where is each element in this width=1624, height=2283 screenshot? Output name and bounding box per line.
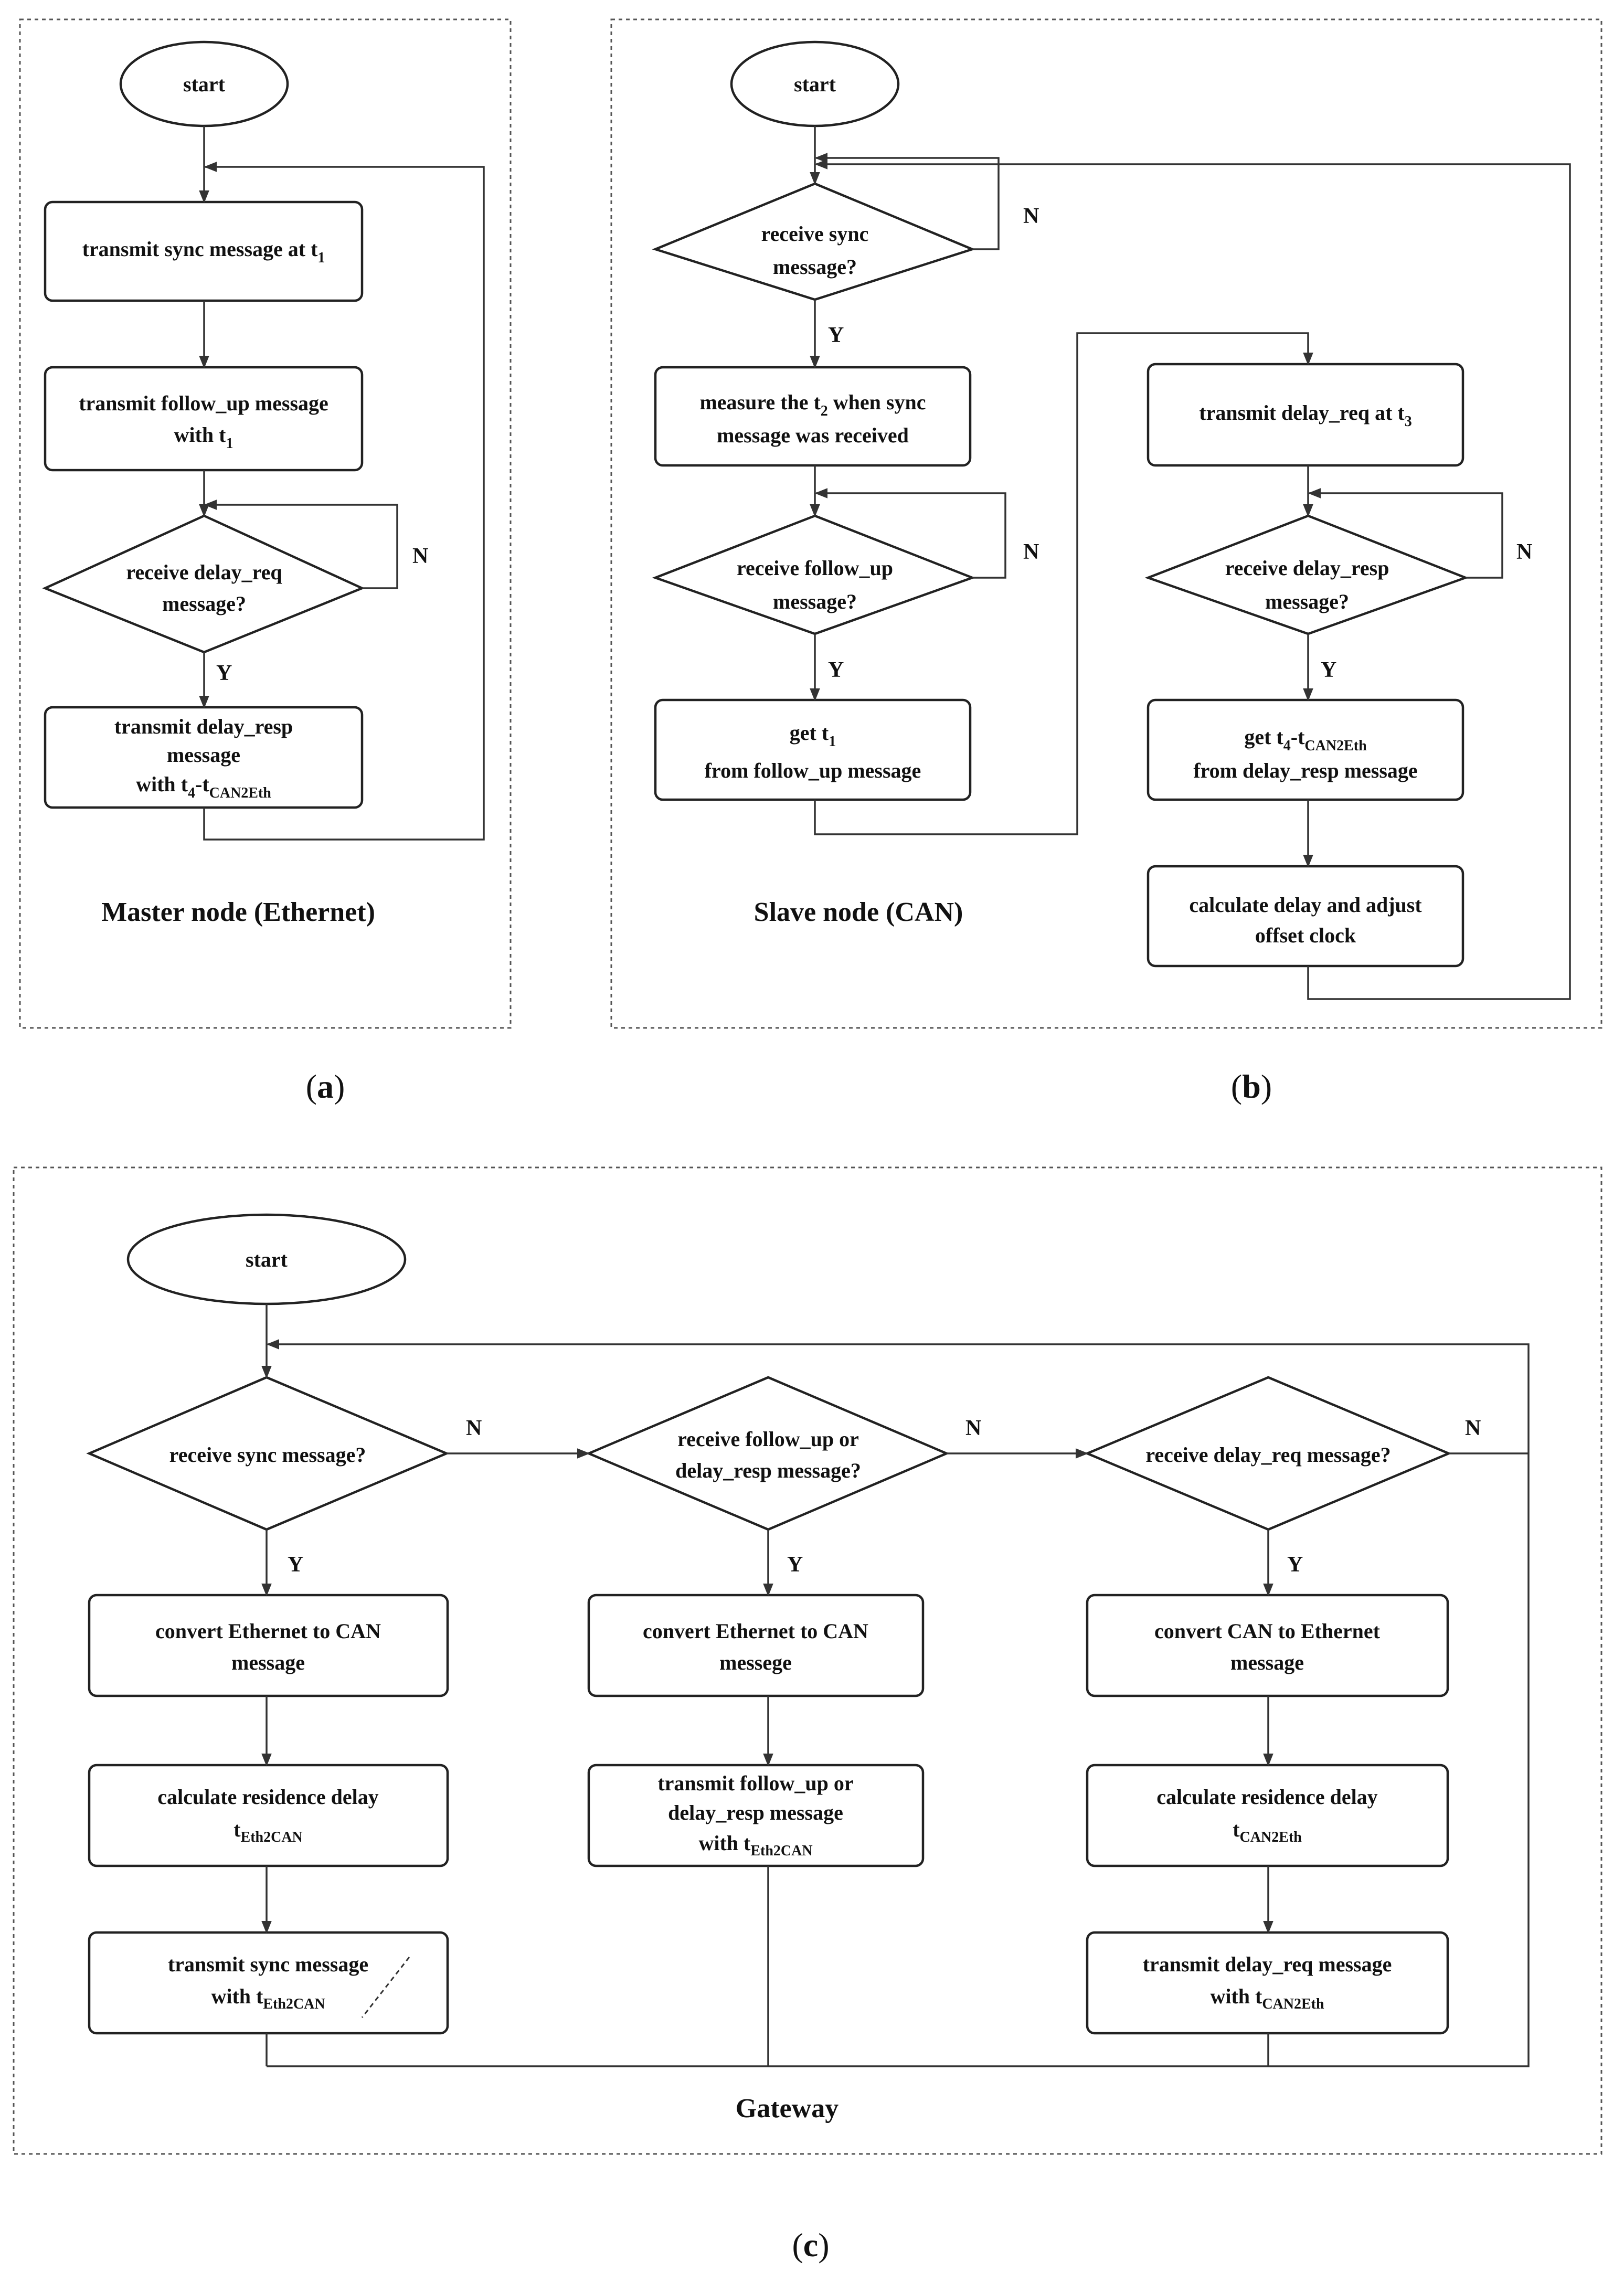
panel-c-tx2 — [587, 1764, 925, 1867]
panel-c-label-n-3: N — [1465, 1416, 1481, 1440]
panel-b-get-t1-label-2: from follow_up message — [705, 759, 921, 782]
panel-c-calc3 — [1086, 1764, 1449, 1867]
panel-a-loop-n — [204, 500, 398, 589]
panel-c-calc3-label-2: tCAN2Eth — [1233, 1818, 1302, 1845]
panel-b: start receive sync message? measure the … — [610, 18, 1602, 1029]
panel-a-label-y: Y — [216, 661, 232, 685]
panel-b-rx-sync-label-2: message? — [773, 255, 857, 279]
panel-b-calc-label-1: calculate delay and adjust — [1189, 893, 1422, 917]
panel-c-tx3-label-2: with tCAN2Eth — [1210, 1984, 1324, 2012]
panel-c-rx-follow-label-1: receive follow_up or — [677, 1427, 859, 1451]
panel-b-measure — [654, 366, 972, 467]
panel-b-title: Slave node (CAN) — [754, 897, 963, 927]
panel-c-conv2 — [587, 1594, 925, 1697]
panel-b-frame — [610, 18, 1602, 1029]
panel-b-measure-label-2: message was received — [717, 423, 909, 447]
panel-c-tx3-label-1: transmit delay_req message — [1143, 1952, 1392, 1976]
panel-c-tx2-label-3: with tEth2CAN — [698, 1831, 812, 1859]
panel-c-conv1 — [88, 1594, 449, 1697]
panel-c-calc1-label-2: tEth2CAN — [233, 1818, 303, 1845]
panel-a-tx-follow-label-1: transmit follow_up message — [79, 391, 328, 415]
panel-b-get-t1-label-1: get t1 — [790, 721, 836, 750]
panel-b-calc-label-2: offset clock — [1255, 923, 1356, 947]
panel-c-tx2-label-1: transmit follow_up or — [657, 1771, 853, 1795]
panel-a-start-label: start — [183, 72, 226, 96]
panel-b-rx-delay-resp-label-1: receive delay_resp — [1225, 556, 1389, 580]
panel-b-get-t4-label-2: from delay_resp message — [1193, 759, 1417, 782]
panel-b-label-y-3: Y — [1321, 658, 1336, 682]
caption-b: (b) — [1231, 1068, 1272, 1105]
panel-c-conv2-label-1: convert Ethernet to CAN — [643, 1619, 868, 1643]
panel-b-tx-delay-req-label: transmit delay_req at t3 — [1199, 401, 1411, 430]
panel-a-frame — [19, 18, 512, 1029]
panel-b-get-t1 — [654, 698, 972, 801]
panel-b-rx-follow-label-1: receive follow_up — [737, 556, 893, 580]
caption-c: (c) — [792, 2226, 829, 2264]
panel-b-loop-back — [814, 159, 1571, 1000]
panel-b-get-t4-label-1: get t4-tCAN2Eth — [1244, 725, 1367, 754]
panel-b-rx-delay-resp-label-2: message? — [1265, 590, 1349, 613]
panel-b-label-y-2: Y — [828, 658, 844, 682]
panel-c-conv3 — [1086, 1594, 1449, 1697]
panel-b-start-label: start — [794, 72, 836, 96]
panel-c: start receive sync message? receive foll… — [13, 1166, 1602, 2155]
panel-a-tx-delay-resp-label-3: with t4-tCAN2Eth — [136, 772, 271, 801]
panel-a-title: Master node (Ethernet) — [101, 897, 375, 927]
panel-b-loop-follow-n — [814, 488, 1006, 579]
panel-c-tx3 — [1086, 1931, 1449, 2035]
panel-a-tx-sync-label: transmit sync message at t1 — [82, 237, 325, 266]
panel-b-loop-resp-n — [1308, 488, 1503, 579]
panel-b-measure-label-1: measure the t2 when sync — [699, 390, 926, 419]
panel-c-title: Gateway — [736, 2094, 838, 2123]
panel-c-conv2-label-2: messege — [719, 1651, 792, 1674]
panel-c-label-y-1: Y — [288, 1553, 303, 1577]
panel-c-tx1-label-2: with tEth2CAN — [211, 1984, 325, 2012]
panel-b-label-n-1: N — [1023, 204, 1039, 228]
panel-c-tx1-dashed-slash — [361, 1957, 410, 2018]
panel-c-rx-sync-label: receive sync message? — [169, 1443, 366, 1467]
panel-b-arrow-get-tx — [814, 332, 1313, 835]
panel-c-label-y-3: Y — [1287, 1553, 1303, 1577]
panel-c-loop-back — [266, 1339, 1530, 2067]
panel-c-rx-follow — [586, 1376, 950, 1531]
panel-c-calc1-label-1: calculate residence delay — [157, 1785, 378, 1809]
panel-a-tx-delay-resp-label-2: message — [167, 743, 240, 767]
panel-a-label-n: N — [412, 544, 428, 568]
panel-a-tx-follow-label-2: with t1 — [174, 423, 233, 452]
panel-c-label-n-1: N — [466, 1416, 482, 1440]
panel-a-rx-delay-req-label-1: receive delay_req — [126, 560, 282, 584]
panel-c-rx-delay-req-label: receive delay_req message? — [1145, 1443, 1391, 1467]
panel-c-label-n-2: N — [965, 1416, 981, 1440]
panel-c-label-y-2: Y — [787, 1553, 803, 1577]
panel-a-loop-back — [203, 162, 485, 841]
panel-a: start transmit sync message at t1 transm… — [19, 18, 512, 1029]
caption-a: (a) — [306, 1068, 345, 1105]
panel-a-tx-follow — [44, 366, 364, 472]
panel-c-conv3-label-2: message — [1230, 1651, 1304, 1674]
panel-b-label-n-3: N — [1516, 540, 1532, 564]
panel-b-rx-follow-label-2: message? — [773, 590, 857, 613]
panel-c-conv1-label-2: message — [231, 1651, 305, 1674]
panel-a-rx-delay-req-label-2: message? — [162, 592, 246, 615]
panel-c-tx1-label-1: transmit sync message — [168, 1952, 368, 1976]
panel-c-calc3-label-1: calculate residence delay — [1156, 1785, 1377, 1809]
panel-b-label-y-1: Y — [828, 323, 844, 347]
panel-a-rx-delay-req — [42, 514, 365, 654]
panel-b-loop-sync-n — [814, 153, 1000, 250]
panel-b-label-n-2: N — [1023, 540, 1039, 564]
panel-c-calc1 — [88, 1764, 449, 1867]
panel-c-tx1 — [88, 1931, 449, 2035]
panel-b-rx-sync-label-1: receive sync — [761, 222, 869, 246]
panel-a-tx-delay-resp-label-1: transmit delay_resp — [114, 715, 293, 738]
panel-c-conv1-label-1: convert Ethernet to CAN — [155, 1619, 381, 1643]
panel-c-start-label: start — [246, 1248, 288, 1271]
panel-c-conv3-label-1: convert CAN to Ethernet — [1154, 1619, 1381, 1643]
panel-c-frame — [13, 1166, 1602, 2155]
panel-c-tx2-label-2: delay_resp message — [668, 1801, 843, 1824]
panel-c-rx-follow-label-2: delay_resp message? — [675, 1459, 861, 1482]
